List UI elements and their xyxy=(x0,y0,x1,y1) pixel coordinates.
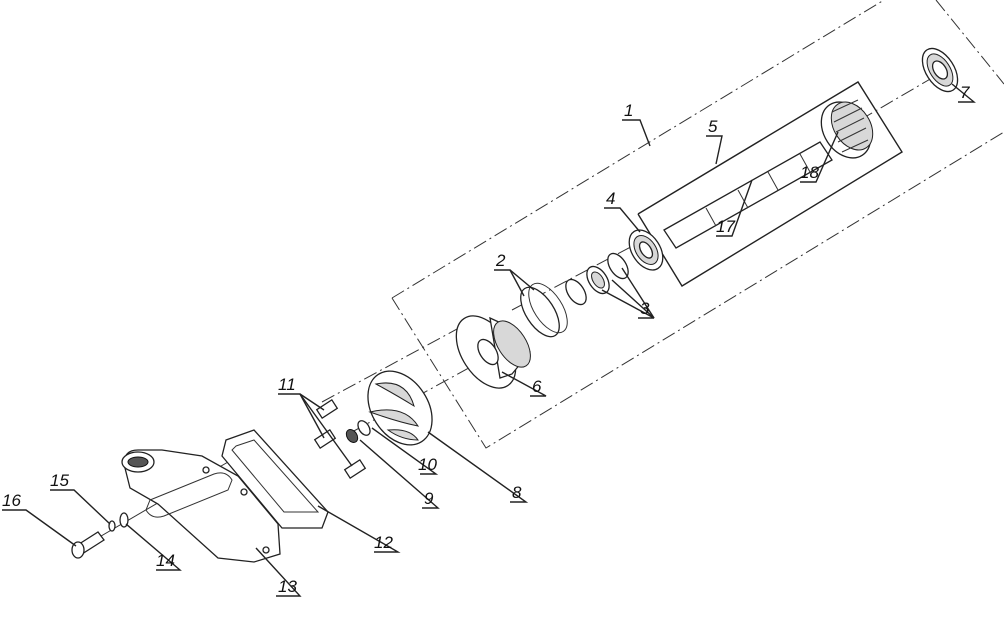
callout-14: 14 xyxy=(156,551,175,570)
callout-1: 1 xyxy=(624,101,633,120)
callout-labels: 1 5 7 18 17 4 2 3 6 8 10 9 11 12 13 14 1… xyxy=(2,83,970,596)
small-parts-9-10-11 xyxy=(313,399,371,479)
subassembly-frame-5 xyxy=(637,81,903,287)
shaft-17 xyxy=(663,141,833,249)
callout-18: 18 xyxy=(800,163,819,182)
callout-5: 5 xyxy=(708,117,718,136)
pump-cover-13 xyxy=(121,449,281,563)
callout-15: 15 xyxy=(50,471,69,490)
impeller-8 xyxy=(367,370,433,446)
callout-8: 8 xyxy=(512,483,522,502)
bearing-7 xyxy=(921,47,959,93)
gear-18 xyxy=(820,99,874,159)
bearing-4 xyxy=(628,229,664,271)
o-rings-2 xyxy=(520,282,568,338)
callout-7: 7 xyxy=(960,83,970,102)
seals-3 xyxy=(565,252,629,306)
callout-16: 16 xyxy=(2,491,21,510)
callout-17: 17 xyxy=(716,217,735,236)
callout-12: 12 xyxy=(374,533,393,552)
callout-3: 3 xyxy=(640,299,650,318)
leader-lines xyxy=(2,83,976,597)
callout-6: 6 xyxy=(532,377,542,396)
callout-2: 2 xyxy=(495,251,506,270)
callout-13: 13 xyxy=(278,577,297,596)
callout-10: 10 xyxy=(418,455,437,474)
gasket-12 xyxy=(221,429,329,529)
callout-11: 11 xyxy=(278,375,296,394)
callout-4: 4 xyxy=(606,189,615,208)
assembly-frame-1 xyxy=(391,0,1004,449)
callout-9: 9 xyxy=(424,489,434,508)
housing-6 xyxy=(455,315,531,389)
fasteners-14-15-16 xyxy=(71,512,129,559)
